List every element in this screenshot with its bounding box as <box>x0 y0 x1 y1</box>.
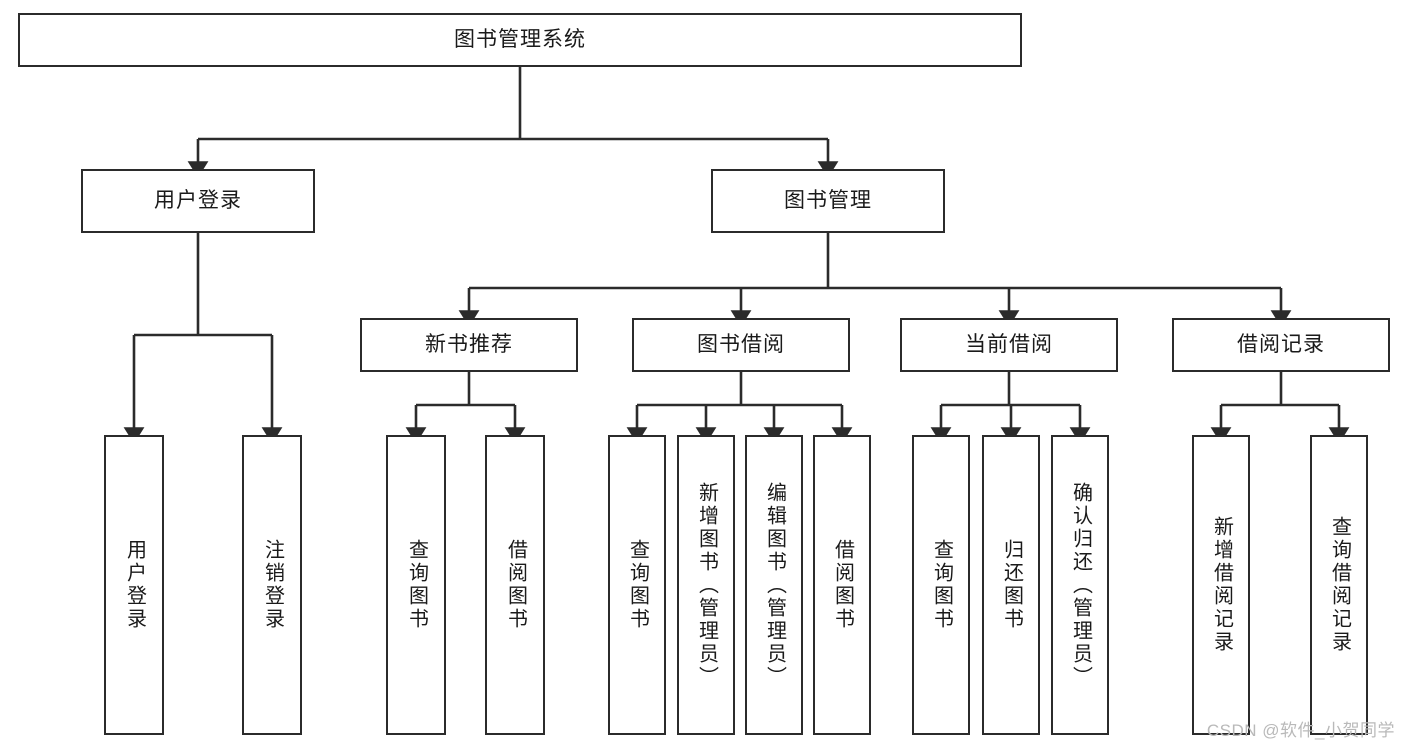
node-leaf-add-borrow-record[interactable]: 新增借阅记录 <box>1192 435 1250 735</box>
connector-lines <box>123 67 1350 444</box>
node-root-system[interactable]: 图书管理系统 <box>18 13 1022 67</box>
node-leaf-return-book[interactable]: 归还图书 <box>982 435 1040 735</box>
node-label: 归还图书 <box>1000 539 1023 631</box>
node-leaf-borrow-book-recommend[interactable]: 借阅图书 <box>485 435 545 735</box>
node-leaf-confirm-return-admin[interactable]: 确认归还（管理员） <box>1051 435 1109 735</box>
node-label: 用户登录 <box>123 539 146 631</box>
node-current-borrow[interactable]: 当前借阅 <box>900 318 1118 372</box>
node-label: 用户登录 <box>154 188 242 212</box>
node-new-book-recommend[interactable]: 新书推荐 <box>360 318 578 372</box>
node-label: 确认归还（管理员） <box>1069 481 1092 689</box>
node-leaf-query-borrow-record[interactable]: 查询借阅记录 <box>1310 435 1368 735</box>
node-label: 借阅记录 <box>1237 332 1325 356</box>
node-borrow-record[interactable]: 借阅记录 <box>1172 318 1390 372</box>
node-leaf-add-book-admin[interactable]: 新增图书（管理员） <box>677 435 735 735</box>
node-leaf-edit-book-admin[interactable]: 编辑图书（管理员） <box>745 435 803 735</box>
node-label: 新书推荐 <box>425 332 513 356</box>
node-label: 借阅图书 <box>831 539 854 631</box>
node-label: 注销登录 <box>261 539 284 631</box>
node-label: 图书管理 <box>784 188 872 212</box>
node-leaf-logout[interactable]: 注销登录 <box>242 435 302 735</box>
node-leaf-query-book-current[interactable]: 查询图书 <box>912 435 970 735</box>
node-book-management[interactable]: 图书管理 <box>711 169 945 233</box>
node-leaf-query-book-recommend[interactable]: 查询图书 <box>386 435 446 735</box>
node-leaf-user-login[interactable]: 用户登录 <box>104 435 164 735</box>
node-label: 借阅图书 <box>504 539 527 631</box>
node-book-borrow[interactable]: 图书借阅 <box>632 318 850 372</box>
node-label: 查询图书 <box>626 539 649 631</box>
node-label: 编辑图书（管理员） <box>763 481 786 689</box>
node-label: 查询图书 <box>930 539 953 631</box>
node-label: 新增借阅记录 <box>1210 516 1233 654</box>
node-leaf-borrow-book[interactable]: 借阅图书 <box>813 435 871 735</box>
node-label: 当前借阅 <box>965 332 1053 356</box>
node-label: 查询图书 <box>405 539 428 631</box>
node-label: 图书管理系统 <box>454 27 586 51</box>
node-label: 新增图书（管理员） <box>695 481 718 689</box>
node-leaf-query-book-borrow[interactable]: 查询图书 <box>608 435 666 735</box>
node-label: 图书借阅 <box>697 332 785 356</box>
node-label: 查询借阅记录 <box>1328 516 1351 654</box>
node-user-login[interactable]: 用户登录 <box>81 169 315 233</box>
